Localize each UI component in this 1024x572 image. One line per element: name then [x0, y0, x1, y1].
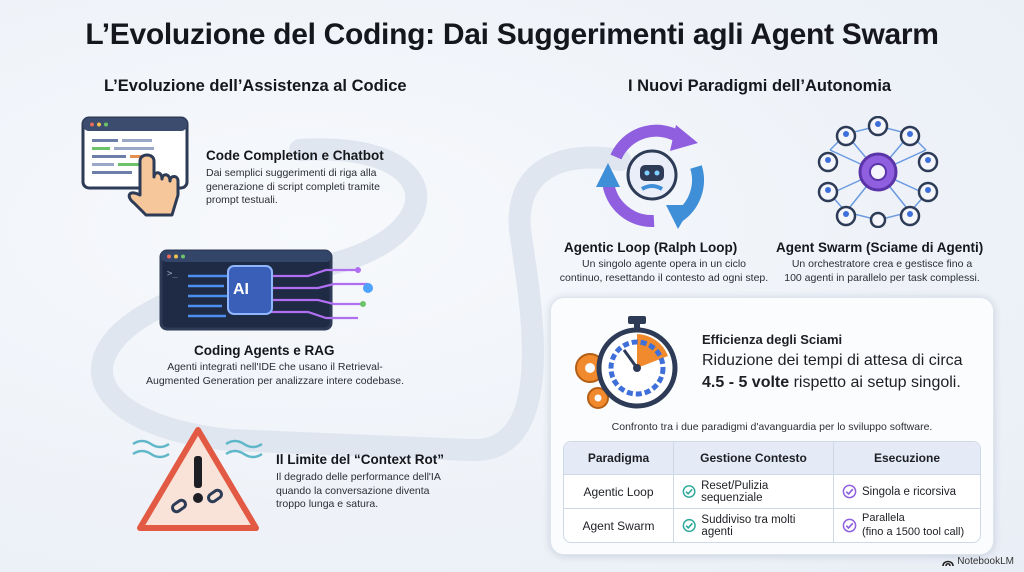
cell-execution: Singola e ricorsiva: [834, 474, 980, 508]
stopwatch-gears-icon: [575, 316, 678, 409]
cell-context: Reset/Pulizia sequenziale: [674, 474, 834, 508]
loop-desc: Un singolo agente opera in un ciclo cont…: [559, 258, 769, 284]
header-execution: Esecuzione: [834, 442, 980, 474]
code-window-pointer-icon: [81, 116, 189, 217]
check-circle-icon: [842, 484, 857, 499]
notebooklm-logo-icon: [942, 560, 955, 566]
warning-triangle-icon: [132, 427, 263, 531]
brand-watermark: NotebookLM: [942, 556, 1014, 567]
left-section-title: L’Evoluzione dell’Assistenza al Codice: [104, 77, 407, 95]
check-circle-icon: [842, 518, 857, 533]
swarm-desc: Un orchestratore crea e gestisce fino a …: [784, 258, 980, 284]
ai-chip-label: AI: [233, 281, 249, 298]
agent-swarm-icon: [817, 116, 939, 228]
agentic-loop-icon: [596, 124, 704, 229]
stage2-desc: Agenti integrati nell'IDE che usano il R…: [146, 361, 404, 387]
comparison-table: Paradigma Gestione Contesto Esecuzione A…: [563, 441, 981, 543]
cell-execution: Parallela (fino a 1500 tool call): [834, 508, 980, 542]
loop-title: Agentic Loop (Ralph Loop): [564, 240, 738, 255]
stage3-desc: Il degrado delle performance dell'IA qua…: [276, 471, 441, 511]
cell-paradigm: Agentic Loop: [564, 474, 674, 508]
page-title: L’Evoluzione del Coding: Dai Suggeriment…: [85, 18, 939, 51]
efficiency-title: Efficienza degli Sciami: [702, 332, 843, 347]
stage1-desc: Dai semplici suggerimenti di riga alla g…: [206, 167, 380, 207]
check-circle-icon: [682, 485, 696, 498]
svg-text:>_: >_: [167, 269, 178, 279]
table-row: Agentic Loop Reset/Pulizia sequenziale S…: [564, 474, 980, 508]
cell-paradigm: Agent Swarm: [564, 508, 674, 542]
stage2-title: Coding Agents e RAG: [194, 343, 335, 358]
right-section-title: I Nuovi Paradigmi dell’Autonomia: [628, 77, 892, 95]
comparison-caption: Confronto tra i due paradigmi d'avanguar…: [611, 421, 933, 433]
swarm-title: Agent Swarm (Sciame di Agenti): [776, 240, 984, 255]
header-context: Gestione Contesto: [674, 442, 834, 474]
efficiency-line2: 4.5 - 5 volte rispetto ai setup singoli.: [702, 374, 961, 391]
check-circle-icon: [682, 518, 696, 533]
header-paradigm: Paradigma: [564, 442, 674, 474]
cell-context: Suddiviso tra molti agenti: [674, 508, 834, 542]
ai-chip-ide-icon: >_: [159, 249, 373, 331]
stage3-title: Il Limite del “Context Rot”: [276, 452, 445, 467]
table-row: Agent Swarm Suddiviso tra molti agenti P…: [564, 508, 980, 542]
efficiency-line1: Riduzione dei tempi di attesa di circa: [702, 352, 963, 369]
table-header-row: Paradigma Gestione Contesto Esecuzione: [564, 442, 980, 474]
stage1-title: Code Completion e Chatbot: [206, 148, 384, 163]
